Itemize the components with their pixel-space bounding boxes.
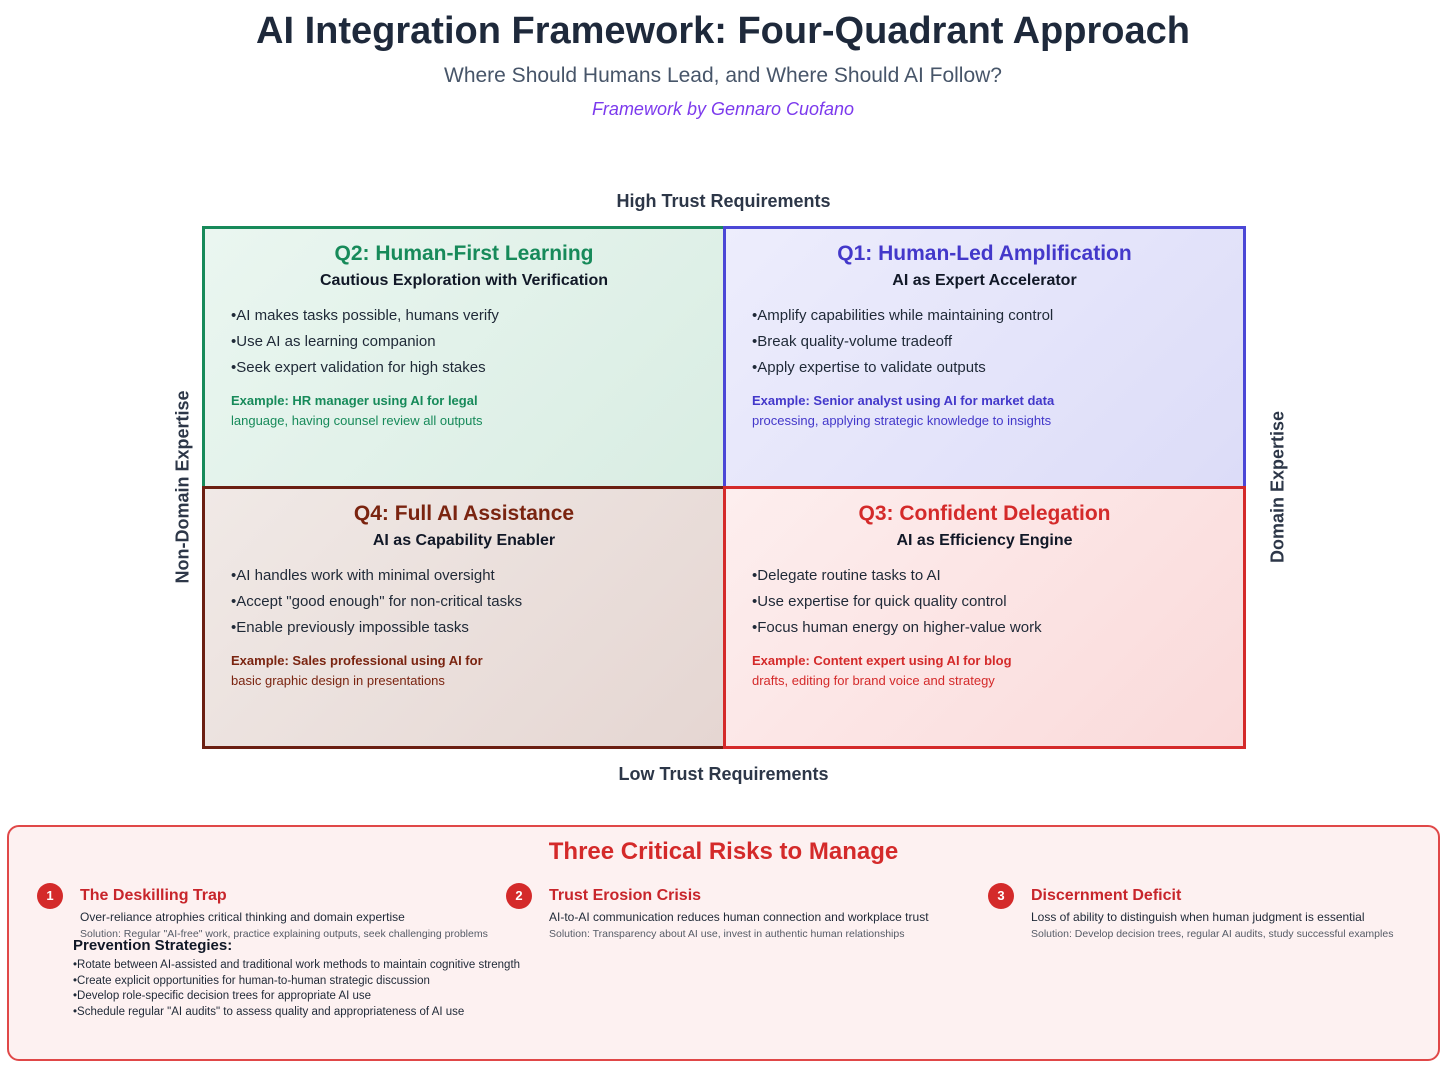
page-title: AI Integration Framework: Four-Quadrant … bbox=[256, 10, 1190, 52]
quadrant-point: Use expertise for quick quality control bbox=[752, 589, 1217, 615]
risk-description: Loss of ability to distinguish when huma… bbox=[1031, 910, 1365, 924]
axis-label-bottom: Low Trust Requirements bbox=[618, 764, 829, 784]
example-lead: Example: Sales professional using AI for bbox=[231, 653, 483, 668]
risk-title: Discernment Deficit bbox=[1031, 887, 1182, 904]
risk-solution: Solution: Regular "AI-free" work, practi… bbox=[80, 928, 488, 940]
quadrant-title: Q3: Confident Delegation bbox=[858, 502, 1111, 525]
quadrant-subtitle: AI as Expert Accelerator bbox=[892, 272, 1077, 289]
quadrant-q3: Q3: Confident Delegation AI as Efficienc… bbox=[723, 486, 1246, 749]
risk-description: AI-to-AI communication reduces human con… bbox=[549, 910, 929, 924]
quadrant-point: Seek expert validation for high stakes bbox=[231, 355, 697, 381]
quadrant-point: Amplify capabilities while maintaining c… bbox=[752, 303, 1217, 329]
quadrant-point: Accept "good enough" for non-critical ta… bbox=[231, 589, 697, 615]
quadrant-subtitle: AI as Efficiency Engine bbox=[896, 532, 1073, 549]
example-lead: Example: Content expert using AI for blo… bbox=[752, 653, 1012, 668]
prevention-list: Rotate between AI-assisted and tradition… bbox=[73, 958, 593, 1020]
example-detail: processing, applying strategic knowledge… bbox=[752, 413, 1052, 428]
quadrant-title: Q2: Human-First Learning bbox=[334, 242, 594, 265]
prevention-item: Rotate between AI-assisted and tradition… bbox=[73, 958, 593, 974]
risk-number-badge: 1 bbox=[37, 883, 63, 909]
quadrant-example: Example: Content expert using AI for blo… bbox=[752, 651, 1217, 691]
author-byline: Framework by Gennaro Cuofano bbox=[591, 99, 855, 119]
axis-label-top: High Trust Requirements bbox=[616, 191, 831, 211]
quadrant-q1: Q1: Human-Led Amplification AI as Expert… bbox=[723, 226, 1246, 489]
quadrant-point: Enable previously impossible tasks bbox=[231, 615, 697, 641]
quadrant-point: AI makes tasks possible, humans verify bbox=[231, 303, 697, 329]
example-detail: drafts, editing for brand voice and stra… bbox=[752, 673, 995, 688]
risk-content: Discernment Deficit Loss of ability to d… bbox=[1031, 887, 1441, 940]
quadrant-point: AI handles work with minimal oversight bbox=[231, 563, 697, 589]
quadrant-example: Example: HR manager using AI for legal l… bbox=[231, 391, 697, 431]
example-lead: Example: Senior analyst using AI for mar… bbox=[752, 393, 1055, 408]
quadrant-example: Example: Senior analyst using AI for mar… bbox=[752, 391, 1217, 431]
quadrant-point: Delegate routine tasks to AI bbox=[752, 563, 1217, 589]
quadrant-q4: Q4: Full AI Assistance AI as Capability … bbox=[202, 486, 726, 749]
example-detail: basic graphic design in presentations bbox=[231, 673, 445, 688]
quadrant-point: Focus human energy on higher-value work bbox=[752, 615, 1217, 641]
quadrant-points: Amplify capabilities while maintaining c… bbox=[752, 303, 1217, 381]
example-detail: language, having counsel review all outp… bbox=[231, 413, 483, 428]
quadrant-title: Q4: Full AI Assistance bbox=[353, 502, 575, 525]
prevention-strategies: Prevention Strategies: Rotate between AI… bbox=[73, 937, 593, 1020]
quadrant-points: AI makes tasks possible, humans verify U… bbox=[231, 303, 697, 381]
risks-title: Three Critical Risks to Manage bbox=[548, 838, 899, 865]
quadrant-point: Use AI as learning companion bbox=[231, 329, 697, 355]
risk-number-badge: 3 bbox=[988, 883, 1014, 909]
risk-number-badge: 2 bbox=[506, 883, 532, 909]
risk-description: Over-reliance atrophies critical thinkin… bbox=[80, 910, 405, 924]
axis-label-left: Non-Domain Expertise bbox=[172, 390, 193, 584]
risks-panel: Three Critical Risks to Manage 1 The Des… bbox=[7, 825, 1440, 1061]
quadrant-points: Delegate routine tasks to AI Use experti… bbox=[752, 563, 1217, 641]
quadrant-points: AI handles work with minimal oversight A… bbox=[231, 563, 697, 641]
prevention-item: Create explicit opportunities for human-… bbox=[73, 974, 593, 990]
risk-solution: Solution: Develop decision trees, regula… bbox=[1031, 928, 1394, 940]
risk-title: Trust Erosion Crisis bbox=[549, 887, 702, 904]
axis-label-right: Domain Expertise bbox=[1267, 410, 1288, 564]
risk-title: The Deskilling Trap bbox=[80, 887, 227, 904]
prevention-item: Schedule regular "AI audits" to assess q… bbox=[73, 1005, 593, 1021]
quadrant-subtitle: AI as Capability Enabler bbox=[372, 532, 556, 549]
example-lead: Example: HR manager using AI for legal bbox=[231, 393, 478, 408]
prevention-item: Develop role-specific decision trees for… bbox=[73, 989, 593, 1005]
page-subtitle: Where Should Humans Lead, and Where Shou… bbox=[444, 64, 1002, 87]
quadrant-q2: Q2: Human-First Learning Cautious Explor… bbox=[202, 226, 726, 489]
prevention-title: Prevention Strategies: bbox=[73, 937, 233, 954]
quadrant-subtitle: Cautious Exploration with Verification bbox=[319, 272, 609, 289]
quadrant-title: Q1: Human-Led Amplification bbox=[837, 242, 1132, 265]
quadrant-point: Apply expertise to validate outputs bbox=[752, 355, 1217, 381]
quadrant-point: Break quality-volume tradeoff bbox=[752, 329, 1217, 355]
risk-solution: Solution: Transparency about AI use, inv… bbox=[549, 928, 905, 940]
quadrant-example: Example: Sales professional using AI for… bbox=[231, 651, 697, 691]
risk-content: The Deskilling Trap Over-reliance atroph… bbox=[80, 887, 550, 940]
risk-content: Trust Erosion Crisis AI-to-AI communicat… bbox=[549, 887, 1019, 940]
